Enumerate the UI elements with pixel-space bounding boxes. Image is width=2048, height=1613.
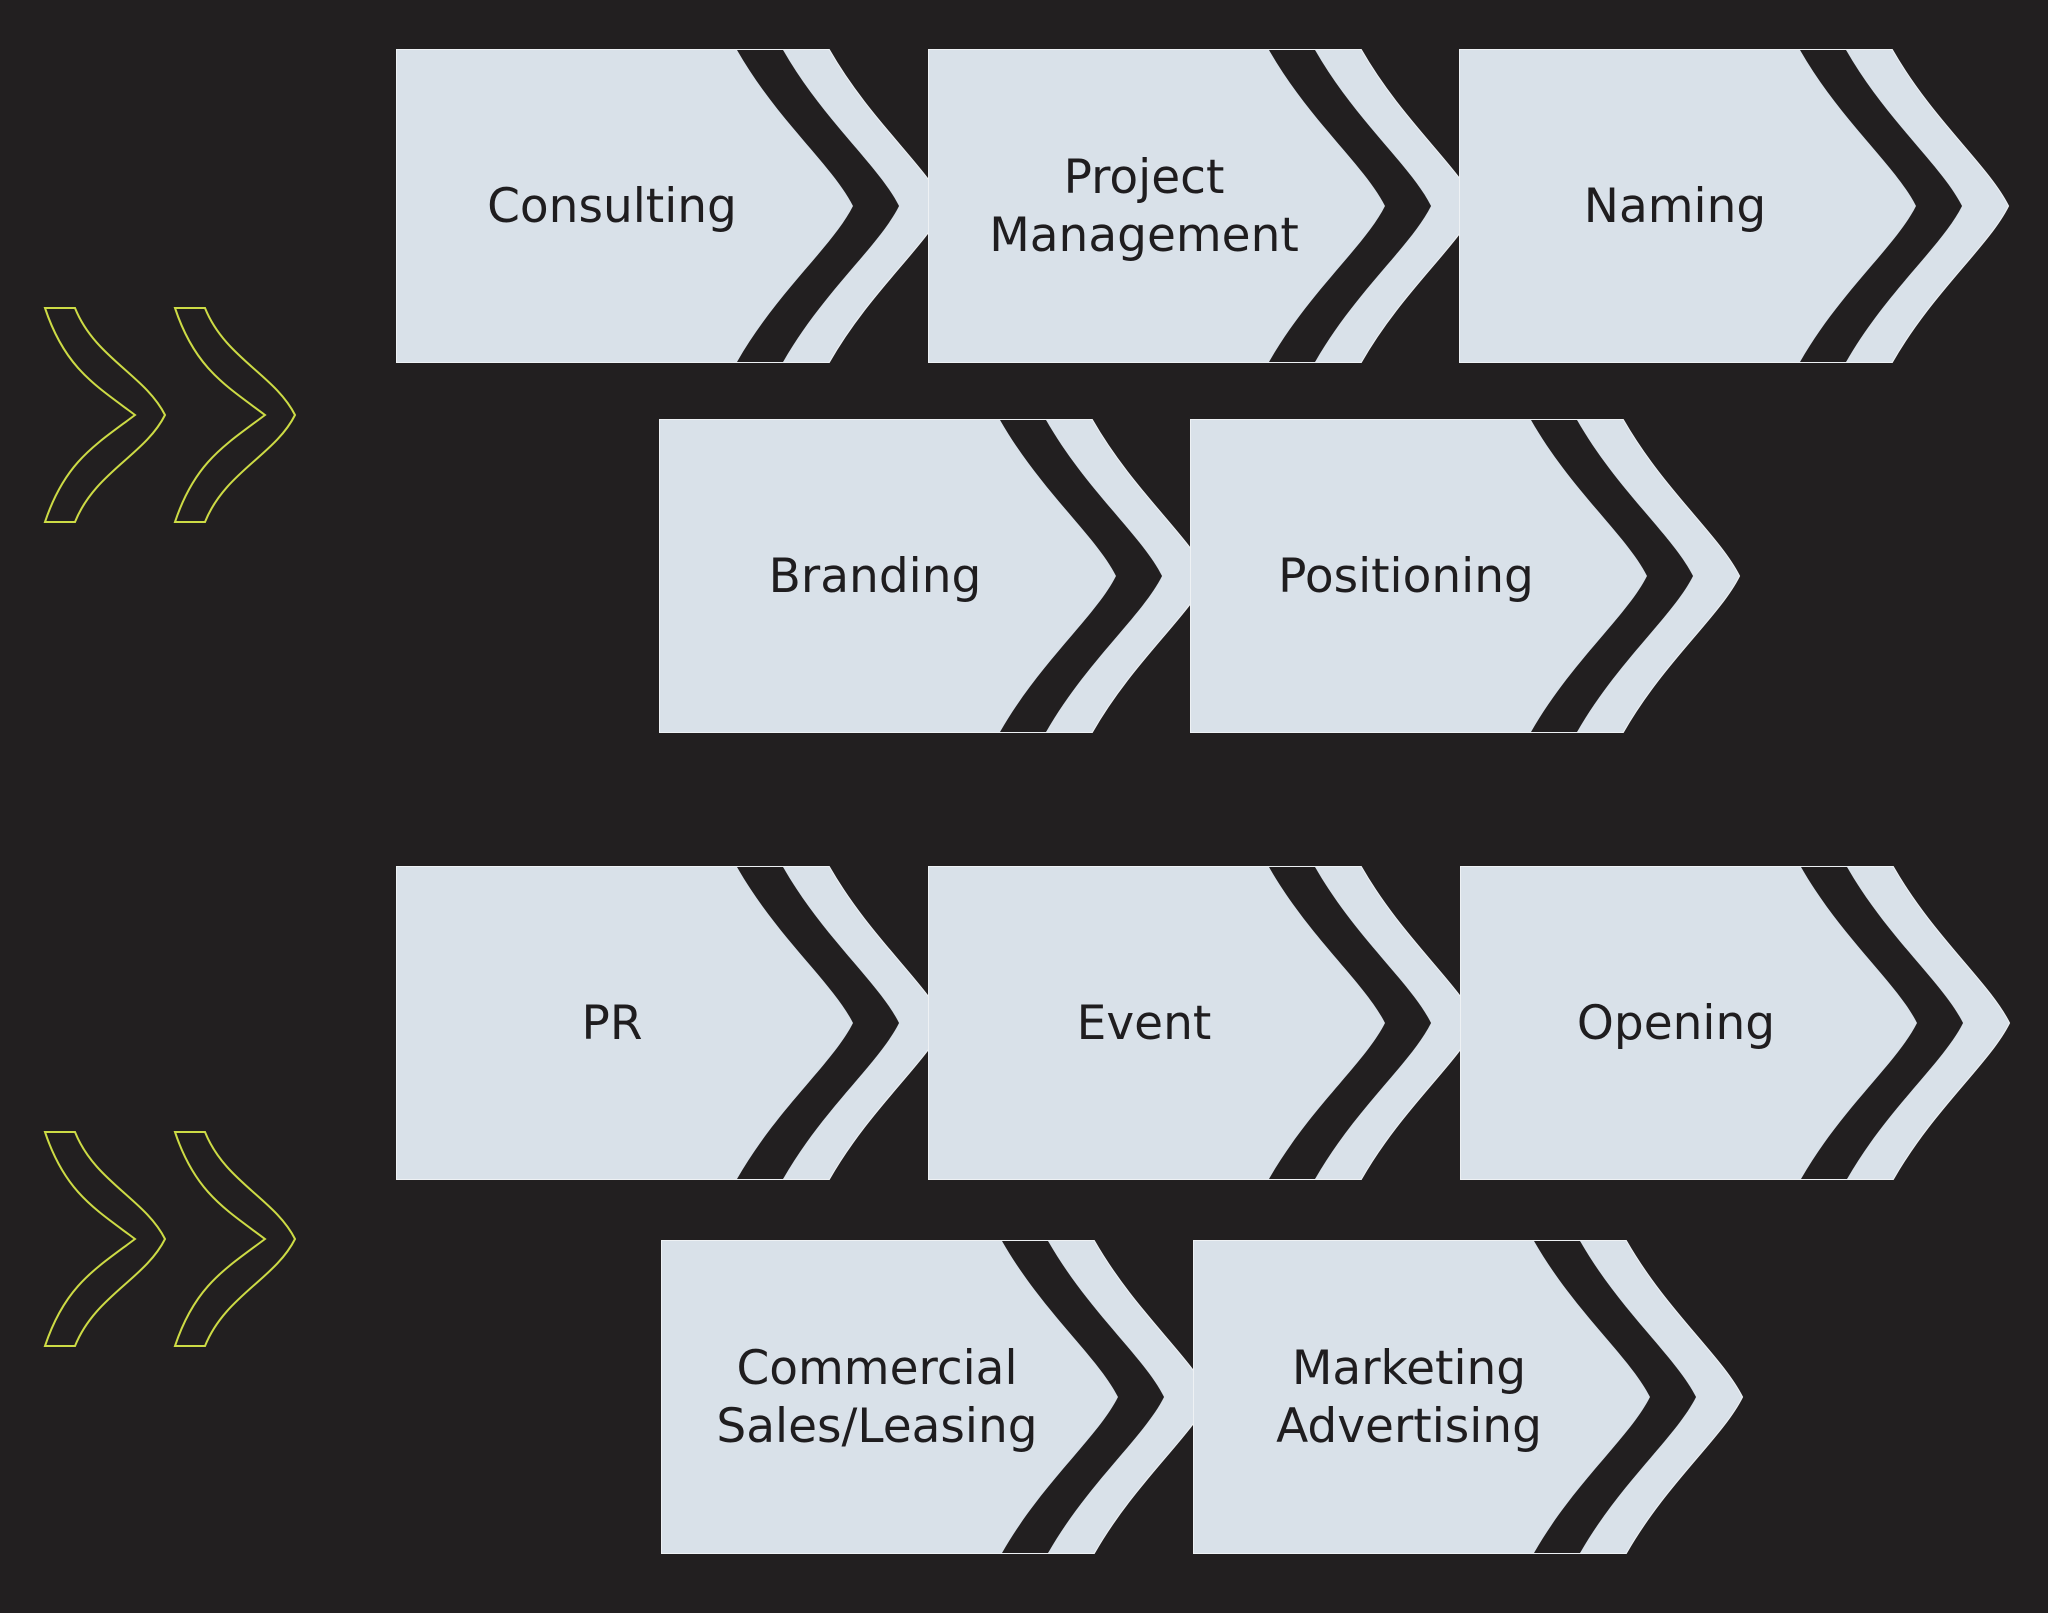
card-label: Positioning [1278,549,1534,604]
card-body [1194,1241,1696,1553]
service-step-card: PR [396,866,947,1180]
card-body [929,50,1431,362]
card-label-line: Opening [1577,996,1775,1051]
card-body [660,420,1162,732]
card-edge-band [1800,50,1962,362]
chevron-right-icon [43,1131,167,1347]
card-label-line: Advertising [1276,1399,1542,1454]
service-step-card: Positioning [1190,419,1741,733]
service-step-card: Consulting [396,49,947,363]
card-label-line: Naming [1584,179,1766,234]
card-label-line: Management [989,208,1299,263]
card-body [397,867,899,1179]
card-label-line: Marketing [1292,1341,1526,1396]
card-label-line: Project [1064,150,1225,205]
card-arrow-point [1847,867,2009,1179]
card-arrow-point [1048,1241,1210,1553]
card-arrow-point [1046,420,1208,732]
card-body [1191,420,1693,732]
card-label: Event [1077,996,1212,1051]
card-body [1460,50,1962,362]
card-label-line: Sales/Leasing [716,1399,1037,1454]
double-chevron-right-icon [43,1131,297,1347]
service-step-card: Branding [659,419,1210,733]
card-label-line: Consulting [487,179,737,234]
card-label-line: Event [1077,996,1212,1051]
card-label-line: PR [582,996,643,1051]
card-label-line: Commercial [736,1341,1017,1396]
service-step-card: Naming [1459,49,2010,363]
card-label: Consulting [487,179,737,234]
card-arrow-point [783,867,945,1179]
card-label: Opening [1577,996,1775,1051]
card-edge-band [1000,420,1162,732]
card-edge-band [737,867,899,1179]
card-arrow-point [783,50,945,362]
card-edge-band [1534,1241,1696,1553]
card-edge-band [1002,1241,1164,1553]
chevron-right-icon [173,1131,297,1347]
card-body [929,867,1431,1179]
card-label-line: Positioning [1278,549,1534,604]
card-arrow-point [1846,50,2008,362]
card-edge-band [1269,50,1431,362]
chevron-right-icon [173,307,297,523]
card-body [1461,867,1963,1179]
card-arrow-point [1315,867,1477,1179]
card-edge-band [1269,867,1431,1179]
double-chevron-right-icon [43,307,297,523]
card-arrow-point [1577,420,1739,732]
card-body [662,1241,1164,1553]
service-step-card: Opening [1460,866,2011,1180]
card-edge-band [1531,420,1693,732]
card-arrow-point [1315,50,1477,362]
card-label: Branding [769,549,982,604]
chevron-right-icon [43,307,167,523]
card-edge-band [1801,867,1963,1179]
card-label-line: Branding [769,549,982,604]
card-label: Naming [1584,179,1766,234]
card-arrow-point [1580,1241,1742,1553]
card-label: PR [582,996,643,1051]
card-body [397,50,899,362]
card-edge-band [737,50,899,362]
service-step-card: Event [928,866,1479,1180]
